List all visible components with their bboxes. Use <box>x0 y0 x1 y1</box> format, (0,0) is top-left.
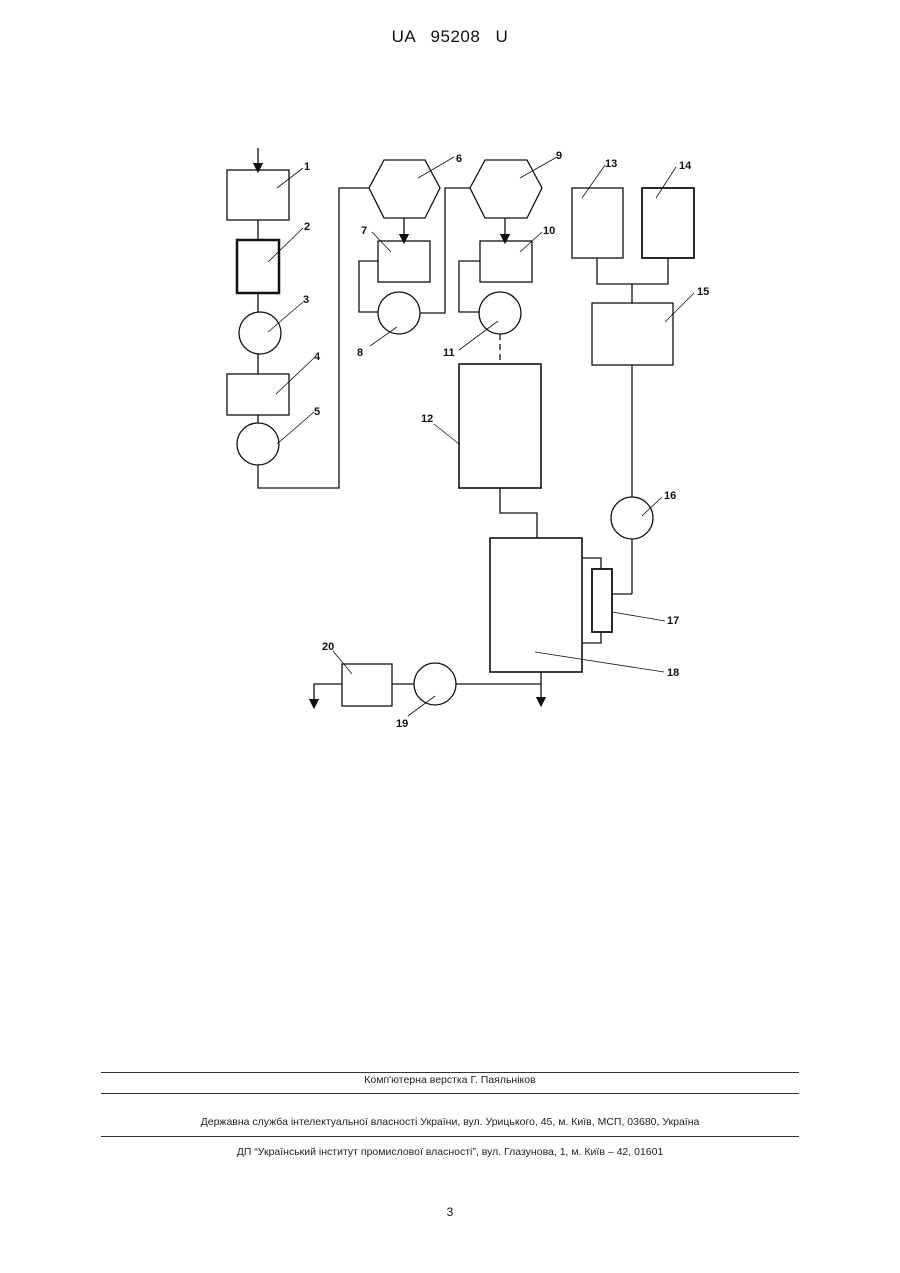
bracket-17 <box>582 558 601 569</box>
hexagon-6 <box>369 160 440 218</box>
footer-rule-top <box>101 1072 799 1073</box>
block-15 <box>592 303 673 365</box>
block-12 <box>459 364 541 488</box>
block-7 <box>378 241 430 282</box>
label-17: 17 <box>667 615 679 627</box>
outlet-arrow-20 <box>314 684 342 704</box>
label-7: 7 <box>361 225 367 237</box>
block-1 <box>227 170 289 220</box>
block-diagram: 1 2 3 4 5 6 7 8 9 10 11 12 13 14 15 16 1… <box>0 0 900 760</box>
block-10 <box>480 241 532 282</box>
label-4: 4 <box>314 351 321 363</box>
label-5: 5 <box>314 406 320 418</box>
footer-rule-bottom <box>101 1136 799 1137</box>
label-15: 15 <box>697 286 709 298</box>
patent-office-address: Державна служба інтелектуальної власност… <box>0 1116 900 1128</box>
bracket-17 <box>582 632 601 643</box>
label-2: 2 <box>304 221 310 233</box>
label-13: 13 <box>605 158 617 170</box>
loop-10-11 <box>459 261 480 312</box>
node-16 <box>611 497 653 539</box>
label-12: 12 <box>421 413 433 425</box>
label-10: 10 <box>543 225 555 237</box>
label-16: 16 <box>664 490 676 502</box>
pipe-5-to-6 <box>258 188 369 488</box>
block-13 <box>572 188 623 258</box>
hexagon-9 <box>470 160 542 218</box>
label-14: 14 <box>679 160 692 172</box>
label-19: 19 <box>396 718 408 730</box>
layout-credit: Комп'ютерна верстка Г. Паяльніков <box>0 1074 900 1086</box>
page-number: 3 <box>0 1205 900 1219</box>
label-20: 20 <box>322 641 334 653</box>
node-5 <box>237 423 279 465</box>
block-14 <box>642 188 694 258</box>
institute-address: ДП “Український інститут промислової вла… <box>0 1146 900 1158</box>
block-2 <box>237 240 279 293</box>
label-11: 11 <box>443 347 455 359</box>
loop-7-8 <box>359 261 378 312</box>
footer-rule-middle <box>101 1093 799 1094</box>
node-3 <box>239 312 281 354</box>
join-13-14 <box>597 258 668 284</box>
node-19 <box>414 663 456 705</box>
label-8: 8 <box>357 347 363 359</box>
label-6: 6 <box>456 153 462 165</box>
block-20 <box>342 664 392 706</box>
label-9: 9 <box>556 150 562 162</box>
pipe-8-to-9 <box>420 188 470 313</box>
block-4 <box>227 374 289 415</box>
element-17 <box>592 569 612 632</box>
label-18: 18 <box>667 667 679 679</box>
node-11 <box>479 292 521 334</box>
node-8 <box>378 292 420 334</box>
pipe-12-to-18 <box>500 488 537 538</box>
label-3: 3 <box>303 294 309 306</box>
label-1: 1 <box>304 161 310 173</box>
